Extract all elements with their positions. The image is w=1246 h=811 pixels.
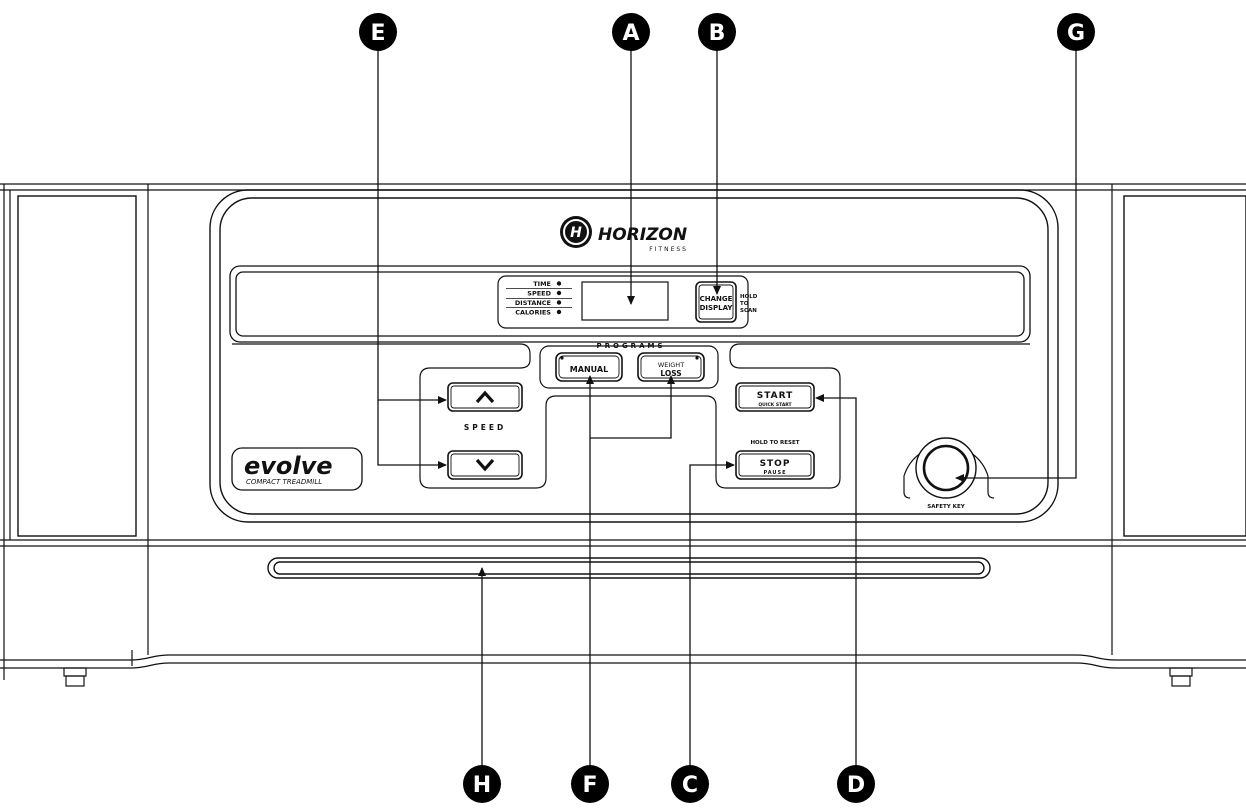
display-window bbox=[229, 265, 1031, 343]
left-foot bbox=[63, 667, 87, 687]
indicator-panel: TIME SPEED DISTANCE CALORIES bbox=[497, 275, 749, 329]
horizon-logo: H HORIZON FITNESS bbox=[560, 216, 688, 253]
chevron-down-icon bbox=[475, 458, 495, 472]
svg-text:E: E bbox=[370, 21, 385, 46]
left-side-panel bbox=[17, 195, 137, 537]
stop-button[interactable]: STOP PAUSE bbox=[735, 450, 815, 480]
indicator-calories: CALORIES bbox=[515, 309, 551, 317]
callout-f: F bbox=[571, 765, 609, 803]
manual-button[interactable]: MANUAL bbox=[555, 352, 623, 382]
callout-e: E bbox=[359, 13, 397, 51]
manual-label: MANUAL bbox=[570, 365, 608, 374]
callout-c: C bbox=[671, 765, 709, 803]
svg-text:HOLD: HOLD bbox=[740, 294, 758, 300]
indicator-distance: DISTANCE bbox=[515, 299, 551, 307]
change-display-button[interactable]: CHANGE DISPLAY bbox=[695, 281, 737, 323]
speed-down-button[interactable] bbox=[447, 450, 523, 480]
change-display-line2: DISPLAY bbox=[700, 304, 734, 312]
evolve-badge: evolve COMPACT TREADMILL bbox=[231, 447, 363, 491]
model-name: evolve bbox=[244, 452, 333, 480]
start-label: START bbox=[757, 391, 794, 401]
callout-g: G bbox=[1057, 13, 1095, 51]
svg-text:H: H bbox=[570, 225, 582, 241]
leader-c bbox=[689, 461, 735, 768]
callout-b: B bbox=[698, 13, 736, 51]
svg-text:SCAN: SCAN bbox=[740, 308, 757, 314]
callout-d: D bbox=[837, 765, 875, 803]
indicator-led-distance bbox=[556, 300, 562, 305]
speed-frame bbox=[232, 343, 1030, 489]
leader-e bbox=[377, 48, 447, 404]
stop-sub: PAUSE bbox=[764, 470, 787, 476]
accessory-tray bbox=[267, 557, 991, 579]
brand-name: HORIZON bbox=[598, 225, 687, 245]
hold-to-reset-label: HOLD TO RESET bbox=[750, 440, 799, 446]
leader-d bbox=[815, 394, 857, 768]
indicator-led-speed bbox=[556, 290, 562, 296]
svg-text:H: H bbox=[473, 773, 491, 798]
model-sub: COMPACT TREADMILL bbox=[246, 478, 322, 486]
weight-loss-line1: WEIGHT bbox=[658, 361, 684, 369]
indicator-led-calories bbox=[556, 309, 562, 315]
svg-text:B: B bbox=[709, 21, 726, 46]
brand-sub: FITNESS bbox=[649, 246, 688, 253]
svg-text:G: G bbox=[1067, 21, 1085, 46]
change-display-line1: CHANGE bbox=[700, 295, 733, 303]
console-body bbox=[0, 183, 1246, 680]
speed-label: SPEED bbox=[464, 423, 506, 432]
safety-key[interactable] bbox=[915, 437, 977, 499]
right-foot bbox=[1169, 667, 1193, 687]
indicator-time: TIME bbox=[533, 280, 551, 288]
start-sub: QUICK START bbox=[758, 402, 792, 408]
svg-text:F: F bbox=[582, 773, 597, 798]
leader-g bbox=[955, 48, 1077, 482]
safety-key-label: SAFETY KEY bbox=[927, 504, 965, 510]
callout-leaders bbox=[377, 48, 1077, 768]
console-bezel bbox=[209, 189, 1059, 523]
weight-loss-line2: LOSS bbox=[660, 369, 681, 378]
callout-a: A bbox=[612, 13, 650, 51]
leader-e2 bbox=[377, 400, 447, 469]
speed-up-button[interactable] bbox=[447, 382, 523, 412]
right-side-panel bbox=[1123, 195, 1246, 537]
leader-f2 bbox=[590, 375, 675, 439]
chevron-up-icon bbox=[475, 390, 495, 404]
indicator-speed: SPEED bbox=[527, 290, 551, 298]
svg-text:TO: TO bbox=[740, 301, 749, 307]
stop-label: STOP bbox=[760, 459, 791, 469]
svg-text:D: D bbox=[847, 773, 865, 798]
hold-to-scan-label: HOLD TO SCAN bbox=[740, 294, 758, 314]
programs-frame bbox=[539, 345, 719, 389]
lcd-screen bbox=[581, 281, 669, 321]
svg-text:A: A bbox=[622, 21, 639, 46]
indicator-led-time bbox=[556, 281, 562, 286]
svg-text:C: C bbox=[682, 773, 698, 798]
start-button[interactable]: START QUICK START bbox=[735, 382, 815, 412]
callout-h: H bbox=[463, 765, 501, 803]
